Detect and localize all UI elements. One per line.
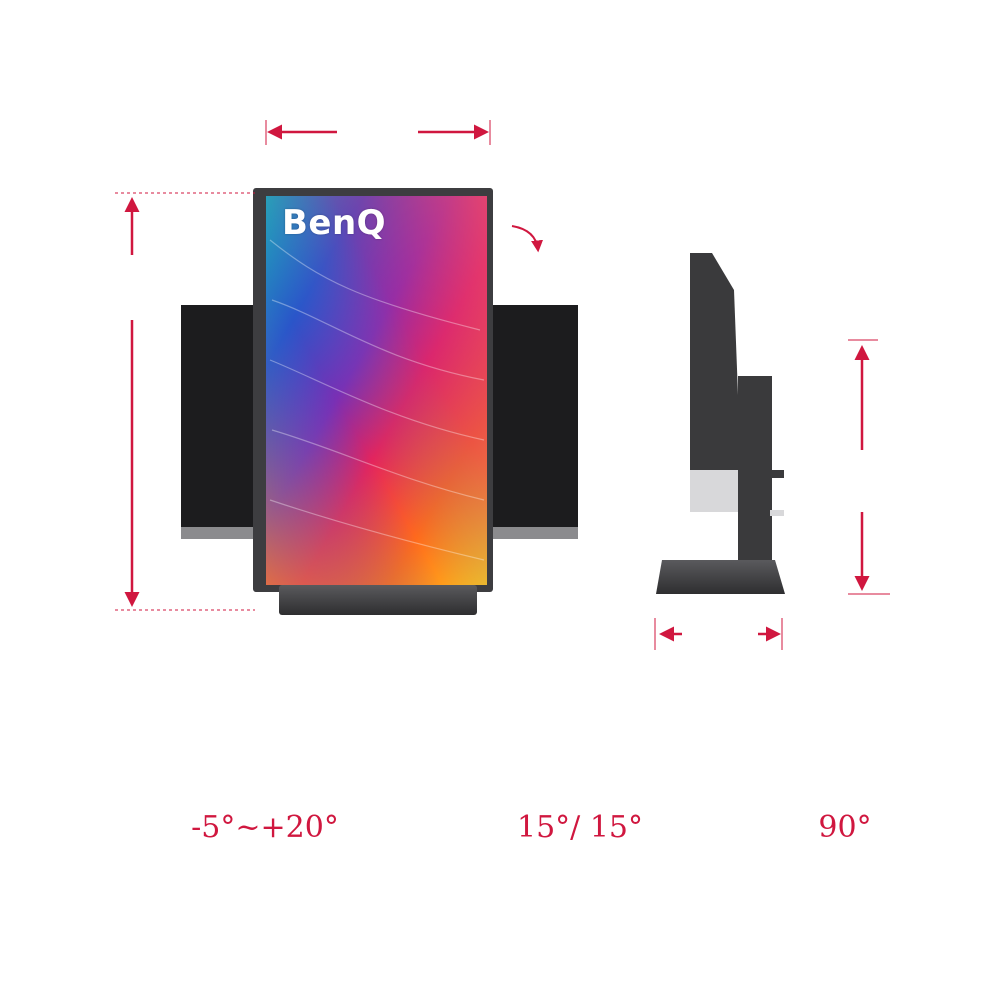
width-arrow bbox=[265, 120, 491, 145]
brand-logo: BenQ bbox=[282, 203, 387, 243]
monitor-side-view bbox=[656, 253, 785, 594]
monitor-swivel-left bbox=[181, 305, 259, 539]
rotate-arrow-icon bbox=[511, 225, 544, 253]
depth-arrow bbox=[654, 618, 783, 650]
monitor-front bbox=[253, 188, 493, 615]
swivel-range-label: 15°/ 15° bbox=[517, 810, 643, 845]
tilt-range-label: -5°~+20° bbox=[191, 810, 339, 845]
height-arrow-left bbox=[115, 192, 255, 611]
monitor-swivel-right bbox=[490, 305, 578, 539]
pivot-angle-label: 90° bbox=[818, 810, 872, 845]
height-arrow-right bbox=[848, 339, 890, 595]
